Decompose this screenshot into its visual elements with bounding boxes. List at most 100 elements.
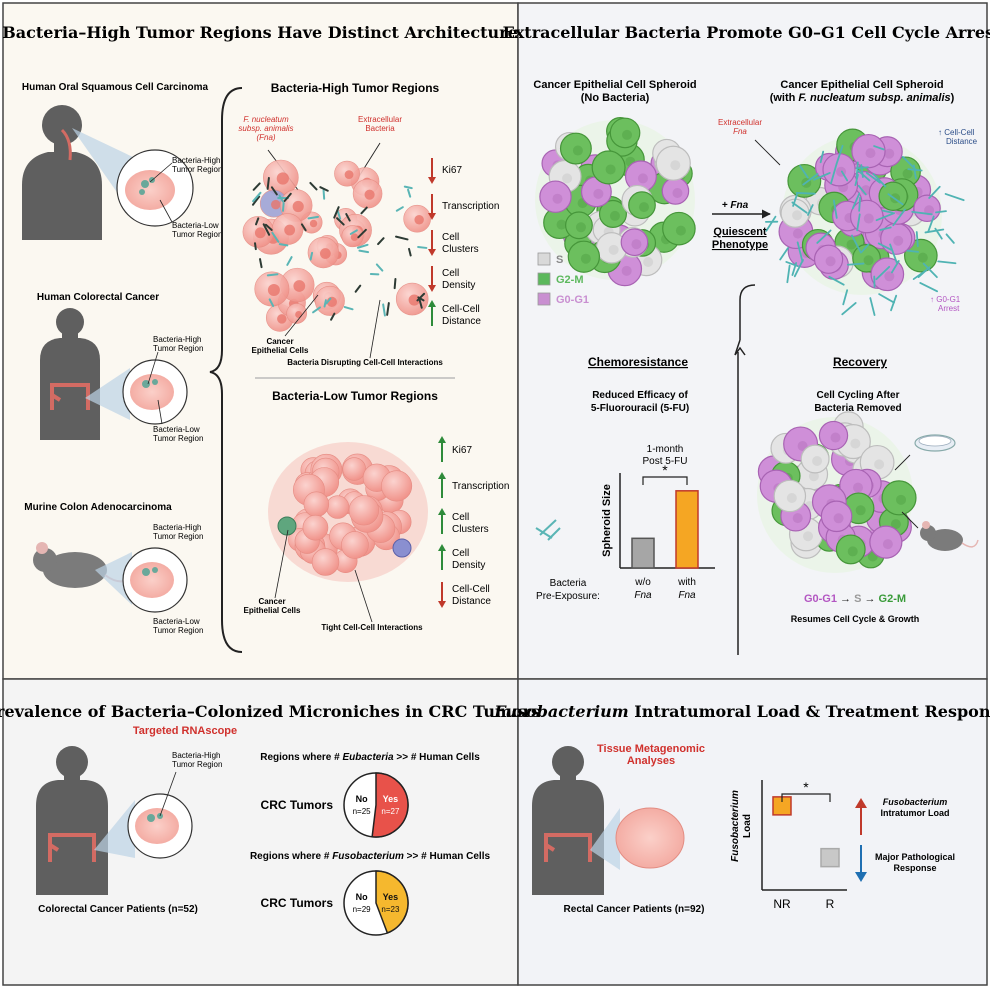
- panel-b-title: Extracellular Bacteria Promote G0–G1 Cel…: [503, 23, 990, 42]
- panel-d-title: Fusobacterium Intratumoral Load & Treatm…: [493, 702, 990, 721]
- plus-fna-label: + Fna: [722, 200, 749, 211]
- crc-tumors-label-2: CRC Tumors: [261, 896, 334, 910]
- panel-c-title: Prevalence of Bacteria–Colonized Microni…: [0, 702, 540, 721]
- recovery-title: Recovery: [833, 355, 887, 369]
- metric-label: Transcription: [452, 481, 509, 492]
- x-tick-label: Fna: [634, 590, 652, 601]
- bacterium: [859, 198, 860, 211]
- metric-label: Transcription: [442, 201, 499, 212]
- oral-cancer-label: Human Oral Squamous Cell Carcinoma: [22, 82, 209, 93]
- fuso-regions-label: Regions where # Fusobacterium >> # Human…: [250, 851, 491, 862]
- pie-label-no: No: [356, 892, 368, 902]
- bacterium: [418, 247, 426, 248]
- crc-tumors-label-1: CRC Tumors: [261, 798, 334, 812]
- bacterium: [395, 279, 396, 288]
- bacterium: [857, 162, 858, 177]
- tight-label: Tight Cell-Cell Interactions: [321, 623, 423, 632]
- x-tick-label: w/o: [634, 577, 651, 588]
- bacteria-low-cell-cluster: [268, 442, 428, 582]
- murine-label: Murine Colon Adenocarcinoma: [24, 502, 172, 513]
- disrupting-label: Bacteria Disrupting Cell-Cell Interactio…: [287, 358, 443, 367]
- y-axis-label: Spheroid Size: [601, 484, 613, 557]
- pie-label-no: No: [356, 794, 368, 804]
- bacterium: [268, 178, 269, 189]
- legend-label: G2-M: [556, 274, 584, 286]
- x-tick-label: NR: [773, 897, 791, 911]
- tumor-zoom-c: [128, 794, 192, 858]
- bacterium: [280, 244, 288, 245]
- bar-0: [632, 538, 654, 568]
- legend-label: S: [556, 254, 563, 266]
- cancer-cell: [326, 496, 349, 519]
- rnascope-label: Targeted RNAscope: [133, 725, 237, 737]
- legend-label: G0-G1: [556, 294, 589, 306]
- tumor-tissue-d: [616, 808, 684, 868]
- legend-swatch: [538, 293, 550, 305]
- significance-star: *: [803, 779, 809, 795]
- x-tick-label: Fna: [678, 590, 696, 601]
- bacterium: [268, 274, 278, 275]
- metric-label: Ki67: [442, 165, 462, 176]
- load-y-axis-unit: Load: [742, 814, 753, 838]
- bacterium: [907, 251, 918, 252]
- tumor-zoom-murine: [123, 548, 187, 612]
- low-regions-header: Bacteria-Low Tumor Regions: [272, 389, 438, 403]
- bacterium: [936, 211, 946, 212]
- immune-cell: [393, 539, 411, 557]
- load-y-axis-label: Fusobacterium: [730, 790, 741, 862]
- cancer-cell: [303, 515, 328, 540]
- bacterium: [255, 243, 256, 249]
- pie-count-no: n=25: [353, 807, 372, 816]
- high-regions-header: Bacteria-High Tumor Regions: [271, 81, 440, 95]
- immune-cell: [278, 517, 296, 535]
- cancer-cell: [312, 549, 339, 576]
- bacterium: [917, 232, 918, 246]
- petri-dish-icon: [915, 435, 955, 451]
- cancer-cell: [341, 531, 368, 558]
- cancer-cell: [381, 471, 411, 501]
- chemoresistance-title: Chemoresistance: [588, 355, 688, 369]
- bacterium: [848, 264, 864, 265]
- bar-1: [676, 491, 698, 568]
- eubacteria-regions-label: Regions where # Eubacteria >> # Human Ce…: [260, 752, 480, 763]
- rectal-patients-label: Rectal Cancer Patients (n=92): [564, 904, 705, 915]
- cycle-sequence: G0-G1 → S → G2-M: [804, 593, 906, 605]
- panel-a-title: Bacteria–High Tumor Regions Have Distinc…: [2, 23, 518, 42]
- panel-b-background: [518, 3, 987, 679]
- colorectal-label: Human Colorectal Cancer: [37, 292, 159, 303]
- bacterium: [359, 251, 368, 252]
- cancer-cell: [349, 496, 379, 526]
- pie-count-yes: n=23: [381, 905, 400, 914]
- cancer-cell: [304, 492, 329, 517]
- tumor-zoom-colorectal: [123, 360, 187, 424]
- spheroid-with-bacteria-label: Cancer Epithelial Cell Spheroid(with F. …: [770, 79, 955, 104]
- pie-count-yes: n=27: [381, 807, 400, 816]
- bacterium: [324, 190, 325, 198]
- bacterium: [797, 193, 815, 194]
- x-tick-label: with: [677, 577, 696, 588]
- pie-count-no: n=29: [353, 905, 372, 914]
- metric-label: Ki67: [452, 445, 472, 456]
- resumes-label: Resumes Cell Cycle & Growth: [791, 614, 920, 624]
- load-point-R: [821, 849, 839, 867]
- legend-swatch: [538, 253, 550, 265]
- bacterium: [311, 253, 312, 260]
- significance-star: *: [662, 462, 668, 478]
- x-tick-label: R: [826, 897, 835, 911]
- crc-patients-label: Colorectal Cancer Patients (n=52): [38, 904, 198, 915]
- bacterium: [325, 300, 326, 306]
